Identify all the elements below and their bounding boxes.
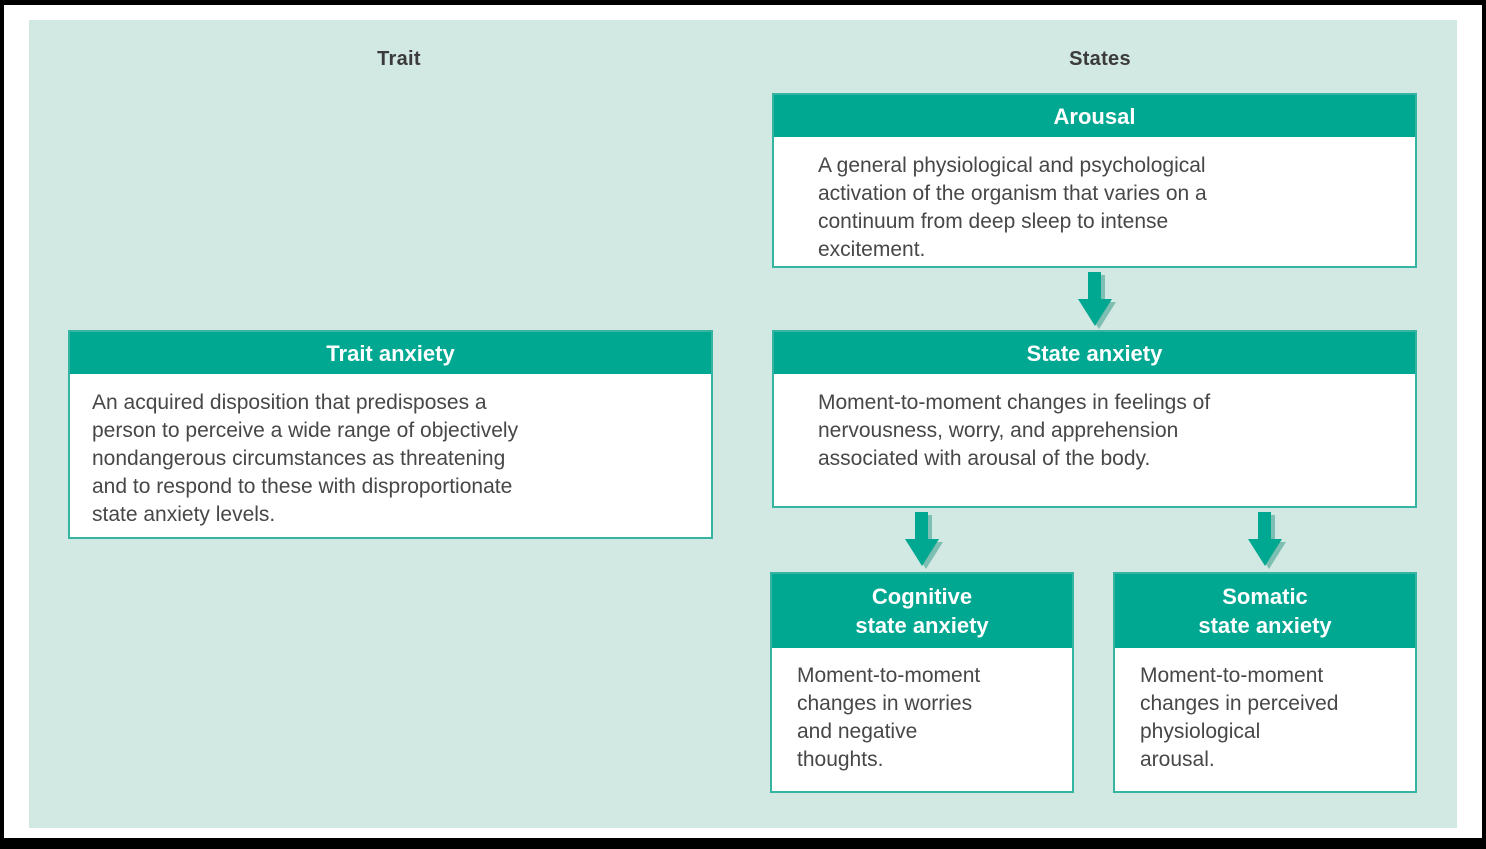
down-arrow-icon [905, 512, 943, 569]
trait-anxiety-box-title: Trait anxiety [70, 332, 711, 374]
trait-anxiety-box: Trait anxiety An acquired disposition th… [68, 330, 713, 539]
somatic-state-anxiety-box-body: Moment-to-moment changes in perceived ph… [1140, 664, 1339, 771]
cognitive-state-anxiety-box-body: Moment-to-moment changes in worries and … [797, 664, 981, 771]
cognitive-title-line1: Cognitive [871, 584, 973, 609]
column-header-states: States [1069, 48, 1131, 70]
arrow-state-to-cognitive [902, 512, 948, 572]
somatic-title-line1: Somatic [1222, 584, 1308, 609]
state-anxiety-box: State anxiety Moment-to-moment changes i… [772, 330, 1417, 508]
somatic-title-line2: state anxiety [1198, 613, 1332, 638]
down-arrow-icon [1248, 512, 1286, 569]
arrow-arousal-to-state-anxiety [1075, 272, 1121, 332]
state-anxiety-box-title: State anxiety [774, 332, 1415, 374]
cognitive-title-line2: state anxiety [855, 613, 989, 638]
column-header-trait: Trait [377, 48, 421, 70]
somatic-state-anxiety-box: Somatic state anxiety Moment-to-moment c… [1113, 572, 1417, 793]
arrow-state-to-somatic [1245, 512, 1291, 572]
arousal-box-body: A general physiological and psychologica… [818, 154, 1207, 261]
down-arrow-icon [1078, 272, 1116, 329]
cognitive-state-anxiety-box-title: Cognitive state anxiety [772, 574, 1072, 648]
arousal-box: Arousal A general physiological and psyc… [772, 93, 1417, 268]
somatic-state-anxiety-box-title: Somatic state anxiety [1115, 574, 1415, 648]
cognitive-state-anxiety-box: Cognitive state anxiety Moment-to-moment… [770, 572, 1074, 793]
anxiety-diagram-panel: Trait States Arousal A general physiolog… [29, 20, 1457, 828]
state-anxiety-box-body: Moment-to-moment changes in feelings of … [818, 391, 1211, 470]
arousal-box-title: Arousal [774, 95, 1415, 137]
trait-anxiety-box-body: An acquired disposition that predisposes… [92, 391, 519, 526]
